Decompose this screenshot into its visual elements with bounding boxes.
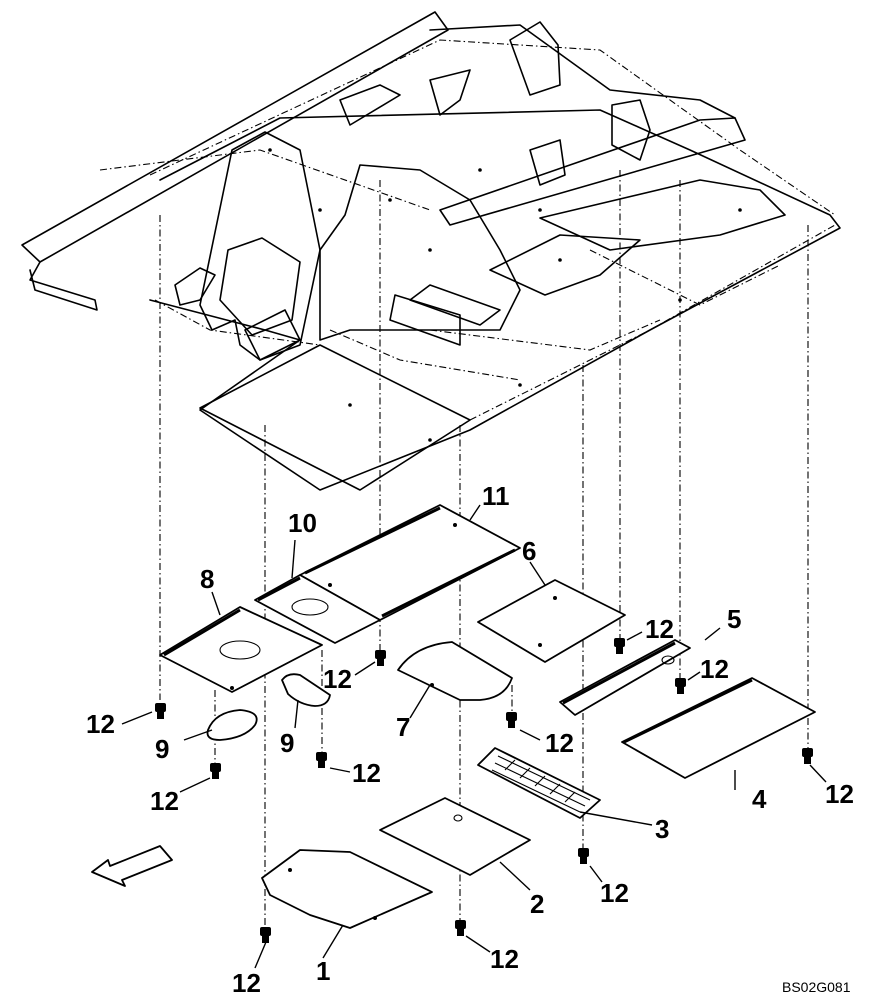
plate-6 — [477, 579, 626, 663]
bolt-icon — [210, 763, 221, 779]
grille-3 — [477, 747, 601, 819]
leader-lines — [121, 504, 827, 969]
bolt-icon — [614, 638, 625, 654]
callout-12-a: 12 — [86, 709, 115, 739]
callout-9-left: 9 — [155, 734, 169, 764]
callout-12-k: 12 — [232, 968, 261, 998]
bolt-icon — [578, 848, 589, 864]
bolt-icon — [455, 920, 466, 936]
bolt-icon — [802, 748, 813, 764]
callout-12-d: 12 — [323, 664, 352, 694]
callout-8: 8 — [200, 564, 214, 594]
strip-5 — [559, 639, 691, 716]
callout-3: 3 — [655, 814, 669, 844]
callout-5: 5 — [727, 604, 741, 634]
callout-4: 4 — [752, 784, 767, 814]
callout-10: 10 — [288, 508, 317, 538]
callout-12-j: 12 — [490, 944, 519, 974]
bolt-icon — [155, 703, 166, 719]
callouts: 1 2 3 4 5 6 7 8 9 9 10 11 12 12 12 12 12… — [86, 481, 854, 998]
bolt-icon — [260, 927, 271, 943]
bolts — [155, 638, 813, 943]
gasket-9-left — [206, 709, 258, 741]
callout-12-h: 12 — [825, 779, 854, 809]
drawing-code: BS02G081 — [782, 979, 851, 995]
plate-10 — [254, 574, 381, 644]
direction-arrow-icon — [91, 845, 173, 887]
callout-2: 2 — [530, 889, 544, 919]
bolt-icon — [506, 712, 517, 728]
callout-1: 1 — [316, 956, 330, 986]
callout-7: 7 — [396, 712, 410, 742]
upper-frame — [21, 11, 841, 491]
plate-1 — [261, 849, 433, 929]
callout-12-c: 12 — [352, 758, 381, 788]
callout-12-f: 12 — [645, 614, 674, 644]
callout-6: 6 — [522, 536, 536, 566]
plate-11 — [299, 504, 521, 621]
callout-12-i: 12 — [600, 878, 629, 908]
bolt-icon — [316, 752, 327, 768]
callout-9-right: 9 — [280, 728, 294, 758]
callout-12-g: 12 — [700, 654, 729, 684]
plate-7 — [397, 641, 513, 701]
callout-12-e: 12 — [545, 728, 574, 758]
callout-12-b: 12 — [150, 786, 179, 816]
callout-11: 11 — [482, 481, 510, 511]
plate-4 — [621, 677, 816, 779]
bolt-icon — [675, 678, 686, 694]
bolt-icon — [375, 650, 386, 666]
plate-2 — [379, 797, 531, 876]
plate-8 — [159, 606, 323, 693]
